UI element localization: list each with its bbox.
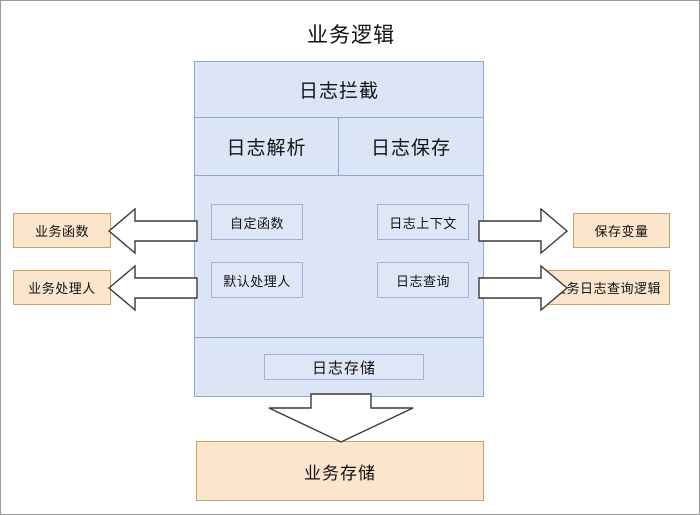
box-custom-function: 自定函数 xyxy=(211,204,303,240)
log-save-label: 日志保存 xyxy=(370,138,451,159)
box-business-storage: 业务存储 xyxy=(196,441,484,501)
arrow-right-icon-log-query xyxy=(478,264,569,312)
box-log-context: 日志上下文 xyxy=(377,204,469,240)
panel-cell-log-save: 日志保存 xyxy=(339,118,483,175)
arrow-left-icon-default-handler xyxy=(107,264,198,312)
arrow-right-icon-log-context xyxy=(478,207,569,255)
panel-cell-log-parse: 日志解析 xyxy=(195,118,339,175)
panel-row-components: 自定函数 默认处理人 日志上下文 日志查询 xyxy=(195,176,483,338)
box-business-function: 业务函数 xyxy=(13,213,111,248)
arrow-left-icon-custom-function xyxy=(107,207,198,255)
panel-row-parse-save: 日志解析 日志保存 xyxy=(195,118,483,176)
box-save-variable: 保存变量 xyxy=(573,213,670,248)
panel-row-log-storage: 日志存储 xyxy=(195,338,483,397)
log-parse-label: 日志解析 xyxy=(226,138,307,159)
box-log-query: 日志查询 xyxy=(377,262,469,298)
arrow-down-icon-log-storage xyxy=(268,393,414,443)
log-intercept-panel: 日志拦截 日志解析 日志保存 自定函数 默认处理人 日志上下文 日志查询 日志存… xyxy=(194,61,484,397)
box-log-storage: 日志存储 xyxy=(264,354,424,380)
log-intercept-label: 日志拦截 xyxy=(298,81,379,102)
box-default-handler: 默认处理人 xyxy=(211,262,303,298)
box-business-handler: 业务处理人 xyxy=(13,270,111,305)
panel-row-log-intercept: 日志拦截 xyxy=(195,62,483,118)
page-title: 业务逻辑 xyxy=(307,24,395,47)
